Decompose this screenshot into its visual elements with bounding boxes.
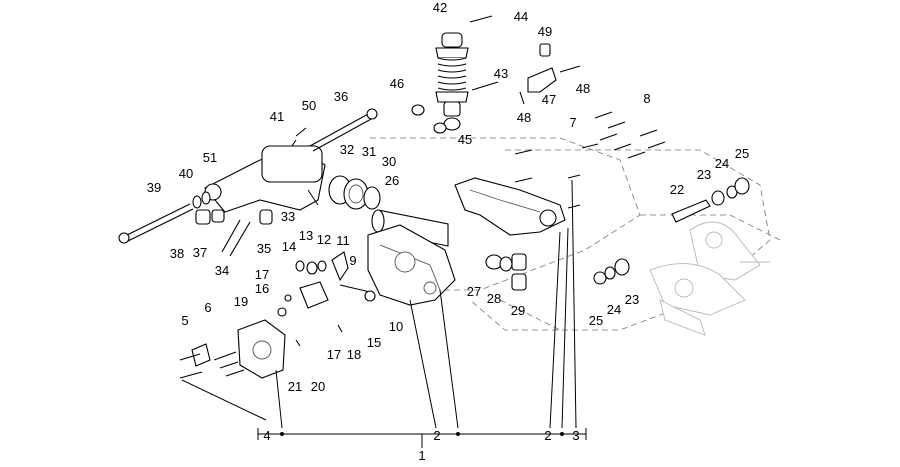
callout-25b: 25 (589, 313, 603, 328)
callout-15: 15 (367, 335, 381, 350)
callout-21: 21 (288, 379, 302, 394)
callout-11: 11 (336, 233, 350, 248)
callout-33: 33 (281, 209, 295, 224)
callout-6: 6 (204, 300, 211, 315)
callout-3: 3 (572, 428, 579, 443)
shock-absorber (411, 15, 499, 134)
callout-5: 5 (181, 313, 188, 328)
callout-24b: 24 (607, 302, 621, 317)
callout-9: 9 (349, 253, 356, 268)
gear-case (367, 224, 456, 306)
callout-16: 16 (255, 281, 269, 296)
shock-mount-bracket (519, 43, 581, 105)
callout-14: 14 (282, 239, 296, 254)
callout-34: 34 (215, 263, 229, 278)
callout-24a: 24 (715, 156, 729, 171)
callout-44: 44 (514, 9, 528, 24)
bracket-dot (560, 432, 564, 436)
linkage-small-parts (277, 251, 376, 347)
callout-50: 50 (302, 98, 316, 113)
callout-46: 46 (390, 76, 404, 91)
callout-42: 42 (433, 0, 447, 15)
callout-27: 27 (467, 284, 481, 299)
callout-39: 39 (147, 180, 161, 195)
callout-17a: 17 (255, 267, 269, 282)
callout-1: 1 (418, 448, 425, 462)
callout-51: 51 (203, 150, 217, 165)
callout-41: 41 (270, 109, 284, 124)
assembly-guide-lines (370, 137, 781, 331)
callout-43: 43 (494, 66, 508, 81)
callout-labels: 1 2 2 3 4 5 6 7 8 9 10 11 12 13 14 15 16… (147, 0, 749, 463)
callout-7: 7 (569, 115, 576, 130)
callout-31: 31 (362, 144, 376, 159)
callout-40: 40 (179, 166, 193, 181)
pivot-tube-and-bushings (371, 209, 527, 291)
callout-2b: 2 (544, 428, 551, 443)
callout-48a: 48 (576, 81, 590, 96)
callout-48b: 48 (517, 110, 531, 125)
callout-38: 38 (170, 246, 184, 261)
bolts-group-7-8 (581, 111, 666, 159)
bottom-bracket (257, 428, 587, 448)
bracket-dot (280, 432, 284, 436)
callout-2a: 2 (433, 428, 440, 443)
callout-30: 30 (382, 154, 396, 169)
callout-32: 32 (340, 142, 354, 157)
ghost-swingarm-assembly (649, 221, 770, 336)
bearing-rings (328, 175, 381, 210)
callout-28: 28 (487, 291, 501, 306)
pin-and-spacers-right (593, 177, 750, 285)
callout-25a: 25 (735, 146, 749, 161)
callout-35: 35 (257, 241, 271, 256)
callout-49: 49 (538, 24, 552, 39)
callout-47: 47 (542, 92, 556, 107)
bracket-dot (456, 432, 460, 436)
callout-8: 8 (643, 91, 650, 106)
callout-23a: 23 (697, 167, 711, 182)
callout-45: 45 (458, 132, 472, 147)
swingarm-casting (454, 149, 581, 236)
callout-23b: 23 (625, 292, 639, 307)
callout-36: 36 (334, 89, 348, 104)
callout-12: 12 (317, 232, 331, 247)
callout-22: 22 (670, 182, 684, 197)
callout-19: 19 (234, 294, 248, 309)
callout-20: 20 (311, 379, 325, 394)
left-arm-assembly (118, 108, 378, 257)
callout-18: 18 (347, 347, 361, 362)
callout-26: 26 (385, 173, 399, 188)
callout-37: 37 (193, 245, 207, 260)
leader-lines (181, 179, 577, 429)
callout-4: 4 (263, 428, 270, 443)
callout-10: 10 (389, 319, 403, 334)
callout-29: 29 (511, 303, 525, 318)
callout-17b: 17 (327, 347, 341, 362)
caliper-assembly (179, 319, 286, 379)
callout-13: 13 (299, 228, 313, 243)
